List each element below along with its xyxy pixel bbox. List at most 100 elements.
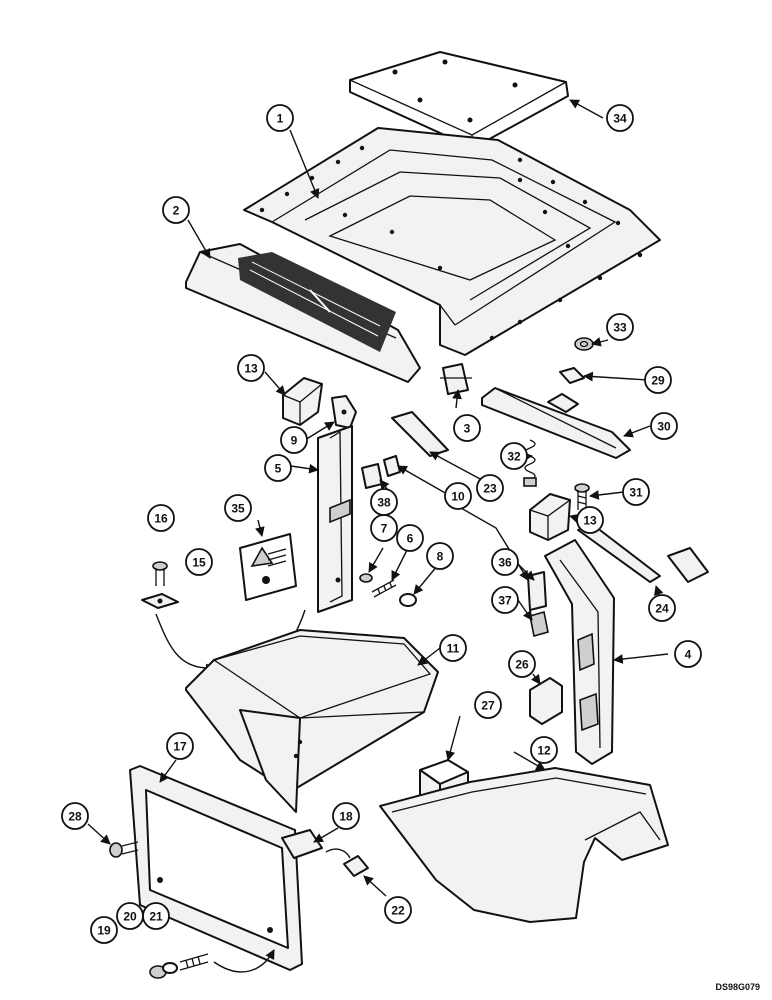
callout-5: 5 (264, 454, 292, 482)
callout-circle (444, 482, 472, 510)
callout-11: 11 (439, 634, 467, 662)
part-cover-30 (481, 387, 631, 459)
callout-circle (185, 548, 213, 576)
callout-number: 31 (629, 486, 643, 500)
callout-number: 18 (339, 810, 353, 824)
callout-circle (606, 313, 634, 341)
callout-12: 12 (530, 736, 558, 764)
part-front-frame (129, 765, 303, 971)
callout-circle (61, 802, 89, 830)
callout-circle (224, 494, 252, 522)
callout-circle (426, 542, 454, 570)
callout-number: 13 (244, 362, 258, 376)
callout-circle (166, 732, 194, 760)
part-trim-strip (391, 411, 449, 457)
callout-38: 38 (370, 488, 398, 516)
callout-number: 38 (377, 496, 391, 510)
part-plate-15 (141, 593, 179, 609)
callout-31: 31 (622, 478, 650, 506)
callout-circle (162, 196, 190, 224)
callout-number: 21 (149, 910, 163, 924)
part-roof-cap-plate (349, 51, 569, 149)
part-console-tray (185, 629, 439, 813)
callout-10: 10 (444, 482, 472, 510)
callout-number: 34 (613, 112, 627, 126)
callout-number: 17 (173, 740, 187, 754)
callout-20: 20 (116, 902, 144, 930)
callout-number: 6 (407, 532, 414, 546)
callout-number: 2 (173, 204, 180, 218)
callout-number: 15 (192, 556, 206, 570)
callout-35: 35 (224, 494, 252, 522)
callout-circle (500, 442, 528, 470)
callout-number: 33 (613, 321, 627, 335)
callout-circle (476, 474, 504, 502)
callout-37: 37 (491, 586, 519, 614)
part-bracket-lower (529, 493, 571, 541)
part-pillar-trim-left (317, 425, 353, 613)
part-screw-31 (574, 483, 590, 510)
part-trim-strip-24 (577, 523, 709, 583)
callout-number: 37 (498, 594, 512, 608)
callout-number: 19 (97, 924, 111, 938)
callout-19: 19 (90, 916, 118, 944)
callout-8: 8 (426, 542, 454, 570)
callout-number: 7 (381, 522, 388, 536)
callout-21: 21 (142, 902, 170, 930)
part-clip-9 (331, 395, 357, 429)
part-lower-console (379, 767, 669, 923)
callout-number: 24 (655, 602, 669, 616)
callout-22: 22 (384, 896, 412, 924)
callout-circle (384, 896, 412, 924)
callout-circle (264, 454, 292, 482)
leader-lines (87, 99, 669, 897)
callout-number: 11 (447, 642, 460, 656)
part-clip-10 (383, 455, 401, 477)
callout-circle (396, 524, 424, 552)
callout-9: 9 (280, 426, 308, 454)
callout-circle (474, 691, 502, 719)
callout-27: 27 (474, 691, 502, 719)
callout-circle (622, 478, 650, 506)
callout-2: 2 (162, 196, 190, 224)
callout-number: 20 (123, 910, 137, 924)
callout-circle (491, 548, 519, 576)
part-cap-8 (399, 593, 417, 607)
callout-33: 33 (606, 313, 634, 341)
callout-number: 5 (275, 462, 282, 476)
callout-28: 28 (61, 802, 89, 830)
callout-15: 15 (185, 548, 213, 576)
callout-circle (332, 802, 360, 830)
callout-26: 26 (508, 650, 536, 678)
callout-32: 32 (500, 442, 528, 470)
part-pillar-trim-right (544, 539, 615, 765)
callout-number: 29 (651, 374, 665, 388)
callout-number: 3 (464, 422, 471, 436)
callout-circle (453, 414, 481, 442)
part-washer-20 (162, 962, 178, 974)
drawing-reference: DS98G079 (715, 982, 760, 992)
part-stud-21 (179, 953, 209, 971)
callout-circle (142, 902, 170, 930)
part-clip-22 (325, 848, 369, 877)
part-pad-36 (527, 571, 547, 611)
callout-circle (650, 412, 678, 440)
callout-circle (439, 634, 467, 662)
callout-13: 13 (237, 354, 265, 382)
callout-circle (576, 506, 604, 534)
part-screw-28 (109, 841, 139, 858)
callout-number: 26 (515, 658, 529, 672)
part-plate-29 (559, 367, 585, 384)
callout-number: 36 (498, 556, 512, 570)
callout-circle (491, 586, 519, 614)
part-bracket-26 (529, 677, 563, 725)
callout-circle (280, 426, 308, 454)
part-washer-7 (359, 573, 373, 583)
callout-number: 1 (277, 112, 284, 126)
callout-circle (648, 594, 676, 622)
callout-number: 16 (154, 512, 168, 526)
callout-number: 28 (68, 810, 82, 824)
callout-circle (530, 736, 558, 764)
part-nut-33 (574, 337, 594, 351)
